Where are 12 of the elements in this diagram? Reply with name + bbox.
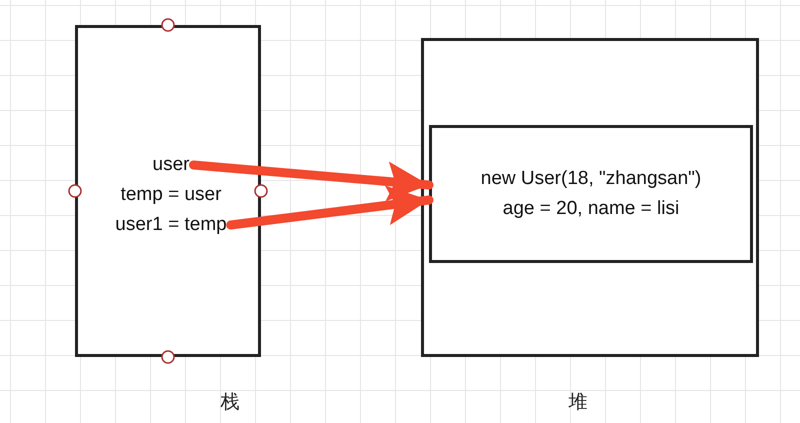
memory-box	[421, 38, 759, 357]
area-label: 栈	[220, 391, 240, 415]
object-text: age = 20, name = lisi	[502, 197, 680, 221]
arrow	[188, 160, 434, 202]
arrow	[226, 185, 434, 230]
variable-text: temp = user	[120, 184, 222, 206]
variable-text: user1 = temp	[115, 214, 227, 236]
object-text: new User(18, "zhangsan")	[480, 167, 702, 191]
object-box	[429, 125, 753, 263]
area-label: 堆	[568, 391, 588, 415]
variable-text: user	[152, 154, 190, 176]
memory-box	[75, 25, 261, 357]
